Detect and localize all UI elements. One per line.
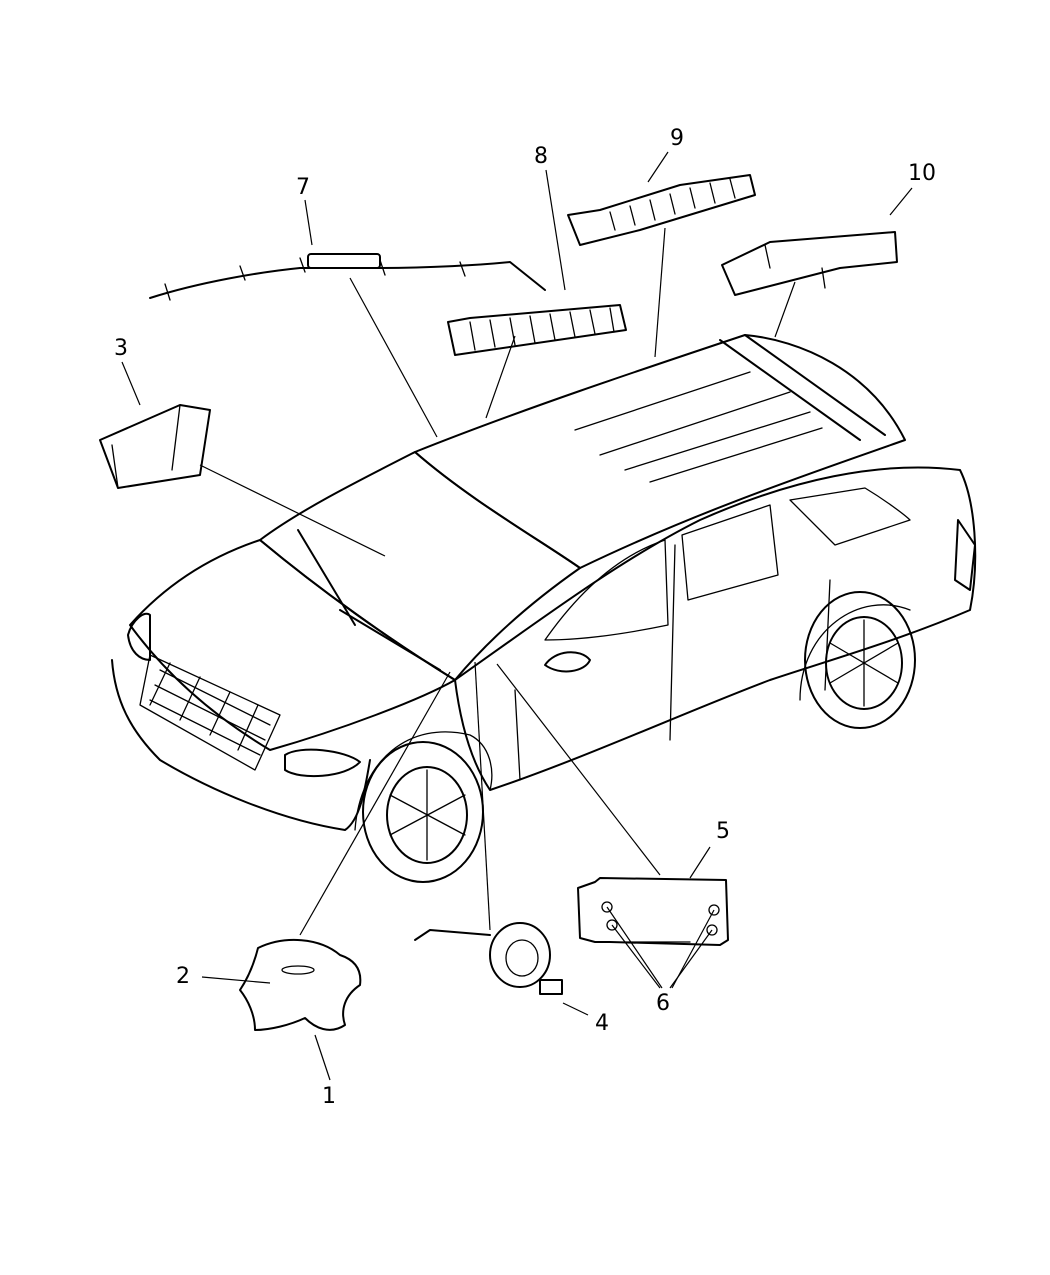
door-line-middle <box>669 544 676 741</box>
grille <box>139 654 281 771</box>
leader-6d <box>669 929 713 989</box>
roof-groove-3 <box>624 411 811 471</box>
leader-1 <box>314 1034 331 1081</box>
front-wheel-arch <box>354 731 493 831</box>
tail-light <box>954 519 976 591</box>
curtain-airbag-left <box>149 253 546 301</box>
leader-5-car <box>496 663 661 876</box>
callout-5: 5 <box>716 819 730 844</box>
callout-6: 6 <box>656 991 670 1016</box>
vehicle <box>111 334 977 883</box>
roof-rail-rear <box>719 334 886 441</box>
headlight-right <box>284 748 361 778</box>
hood <box>129 539 456 751</box>
leader-9-car <box>654 227 666 358</box>
grille-bars <box>149 662 271 756</box>
callout-4: 4 <box>595 1011 609 1036</box>
occupant-module <box>577 877 729 946</box>
leader-10 <box>889 187 913 216</box>
quarter-window <box>789 487 911 546</box>
leader-2 <box>201 976 271 984</box>
windshield <box>259 451 581 681</box>
leader-4-car <box>474 661 491 931</box>
wiper-right <box>339 609 441 671</box>
leader-8-car <box>485 335 516 419</box>
door-line-front <box>514 689 521 781</box>
chrysler-emblem <box>281 965 315 975</box>
headlight-left <box>127 612 151 661</box>
front-rim <box>386 766 468 864</box>
leader-4 <box>562 1002 589 1016</box>
callout-1: 1 <box>322 1084 336 1109</box>
callout-9: 9 <box>670 126 684 151</box>
leader-3 <box>121 361 141 406</box>
leader-3-car <box>199 464 386 557</box>
leader-7 <box>304 199 313 246</box>
leader-6b <box>606 906 663 989</box>
leader-10-car <box>774 281 796 338</box>
vehicle-side-body <box>454 466 977 791</box>
rear-spokes <box>829 619 899 707</box>
leader-5 <box>689 846 711 879</box>
rear-door-window <box>681 504 779 601</box>
callout-labels: 1 2 3 4 5 6 7 8 9 10 <box>114 126 936 1109</box>
vehicle-roof <box>414 334 906 569</box>
callout-10: 10 <box>908 161 936 186</box>
roof-groove-4 <box>649 427 823 483</box>
leader-6a <box>611 924 661 989</box>
clockspring <box>414 922 563 995</box>
callout-7: 7 <box>296 175 310 200</box>
passenger-airbag-module <box>99 404 211 489</box>
leader-8 <box>545 169 566 291</box>
side-mirror <box>544 651 591 673</box>
rear-tire <box>804 591 916 729</box>
leader-1-car <box>299 671 451 936</box>
roof-groove-1 <box>574 371 751 431</box>
curtain-airbag-right <box>567 174 756 246</box>
leader-7-car <box>349 277 438 438</box>
front-door-window <box>544 539 669 641</box>
front-spokes <box>389 769 466 861</box>
rear-wheel-arch <box>799 604 911 701</box>
leader-9 <box>647 151 669 183</box>
leader-lines <box>121 151 913 1081</box>
seat-airbag-module <box>721 231 898 296</box>
callout-2: 2 <box>176 964 190 989</box>
roof-groove-2 <box>599 391 791 456</box>
callout-3: 3 <box>114 336 128 361</box>
callout-8: 8 <box>534 144 548 169</box>
driver-airbag-cover <box>239 938 362 1031</box>
knee-airbag-insulator <box>447 304 627 356</box>
wiper-left <box>297 529 356 626</box>
rear-rim <box>825 616 903 710</box>
